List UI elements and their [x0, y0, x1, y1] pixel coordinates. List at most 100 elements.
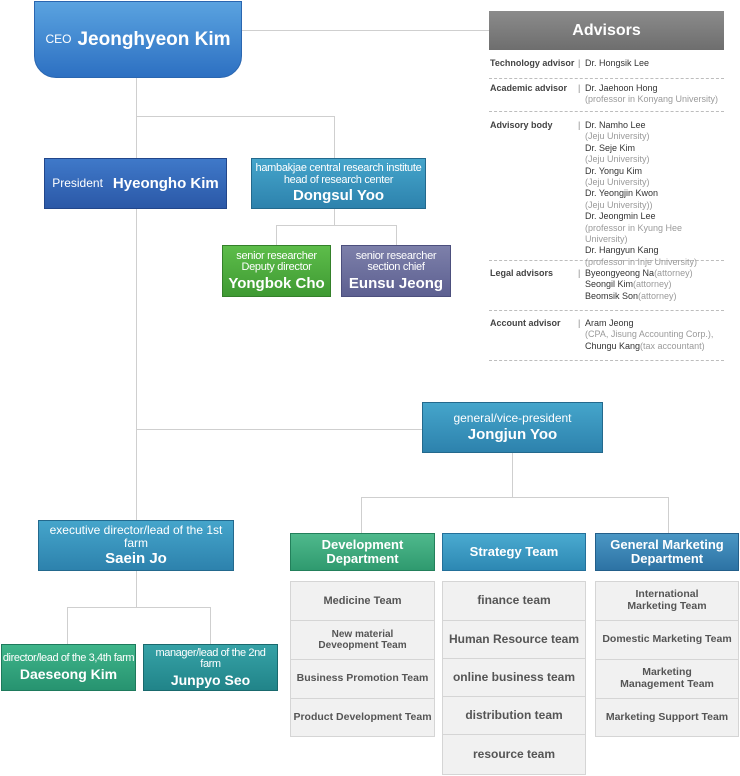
vice-president-name: Jongjun Yoo [467, 425, 558, 443]
dept-marketing-name-line1: General Marketing [610, 537, 724, 553]
exec-director-name: Saein Jo [105, 550, 167, 568]
advisor-affiliation: (Jeju University) [585, 131, 650, 142]
connector-farm34 [67, 607, 68, 644]
research-head-name: Dongsul Yoo [292, 187, 385, 205]
team-item: resource team [472, 746, 556, 761]
researcher2-box: senior researcher section chief Eunsu Je… [341, 245, 451, 297]
dept-strategy-teams: finance team Human Resource team online … [442, 581, 586, 775]
dept-marketing-name-line2: Department [630, 551, 704, 566]
advisor-label: Advisory body [490, 120, 553, 130]
advisor-affiliation: (attorney) [638, 290, 677, 301]
ceo-box: CEO Jeonghyeon Kim [34, 1, 242, 78]
team-item: Marketing Support Team [605, 710, 729, 723]
advisor-name: Dr. Yongu Kim [585, 165, 643, 176]
team-item: distribution team [443, 697, 585, 735]
connector-farm2 [210, 607, 211, 644]
advisor-name: Seongil Kim [585, 279, 634, 290]
advisor-affiliation: (attorney) [633, 279, 672, 290]
research-head-line1: hambakjae central research institute [255, 162, 422, 175]
president-box: President Hyeongho Kim [44, 158, 227, 209]
president-name: Hyeongho Kim [112, 174, 219, 192]
advisor-name: Dr. Jeongmin Lee [585, 211, 656, 222]
advisor-label: Account advisor [490, 318, 561, 328]
advisor-separator: | [578, 268, 581, 278]
advisor-affiliation: (Jeju University) [585, 177, 650, 188]
researcher2-line2: section chief [367, 261, 425, 274]
team-item: Domestic Marketing Team [596, 621, 738, 660]
team-item: Medicine Team [291, 582, 434, 621]
connector-researcher1 [276, 225, 277, 245]
connector-ceo-research [136, 116, 335, 117]
farm-lead-2-name: Junpyo Seo [170, 671, 251, 688]
advisor-label: Technology advisor [490, 58, 575, 68]
research-head-box: hambakjae central research institute hea… [251, 158, 426, 209]
advisors-heading: Advisors [489, 11, 724, 50]
advisor-name: Chungu Kang [585, 340, 641, 351]
advisor-name: Aram Jeong [585, 318, 634, 328]
team-item: Human Resource team [443, 621, 585, 659]
advisor-name: Byeongyeong Na [585, 268, 655, 278]
advisor-separator: | [578, 318, 581, 328]
dept-strategy-header: Strategy Team [442, 533, 586, 571]
research-head-line2: head of research center [283, 173, 394, 186]
advisor-affiliation: (Jeju University) [585, 154, 650, 165]
dept-development-name-line1: Development [321, 537, 404, 553]
connector-researcher2 [396, 225, 397, 245]
advisor-separator: | [578, 58, 581, 68]
researcher1-box: senior researcher Deputy director Yongbo… [222, 245, 331, 297]
dept-strategy-name-line1: Strategy Team [469, 544, 559, 560]
advisor-affiliation: (professor in Inje University) [585, 256, 698, 267]
team-item: online business team [443, 659, 585, 697]
advisor-affiliation: (professor in Kyung Hee University) [585, 222, 683, 245]
ceo-name: Jeonghyeon Kim [77, 28, 231, 50]
advisor-group-technology: Technology advisor | Dr. Hongsik Lee [489, 58, 724, 79]
advisor-group-legal: Legal advisors | Byeongyeong Na(attorney… [489, 268, 724, 311]
vice-president-box: general/vice-president Jongjun Yoo [422, 402, 603, 453]
team-item: Product Development Team [293, 710, 432, 723]
advisor-affiliation: (Jeju University)) [585, 199, 653, 210]
researcher1-line1: senior researcher [236, 249, 317, 262]
connector-gen [668, 497, 669, 534]
connector-research-down [334, 116, 335, 158]
researcher2-name: Eunsu Jeong [348, 274, 444, 292]
farm-lead-2-box: manager/lead of the 2nd farm Junpyo Seo [143, 644, 278, 691]
advisor-name: Dr. Hangyun Kang [585, 245, 659, 256]
connector-departments-h [361, 497, 669, 498]
connector-dev [361, 497, 362, 534]
connector-vp-down [512, 453, 513, 498]
ceo-title: CEO [45, 32, 72, 47]
farm-lead-34-name: Daeseong Kim [19, 665, 118, 682]
connector-ceo-advisors [242, 30, 489, 31]
farm-lead-34-box: director/lead of the 3,4th farm Daeseong… [1, 644, 136, 691]
farm-lead-34-title: director/lead of the 3,4th farm [2, 652, 135, 665]
advisor-group-advisory-body: Advisory body | Dr. Namho Lee (Jeju Univ… [489, 120, 724, 267]
dept-marketing-header: General Marketing Department [595, 533, 739, 571]
connector-vp [136, 429, 422, 430]
researcher1-name: Yongbok Cho [228, 274, 325, 292]
advisor-name: Dr. Seje Kim [585, 142, 636, 153]
farm-lead-2-title: manager/lead of the 2nd farm [155, 646, 266, 671]
connector-farms-h [67, 607, 211, 608]
advisor-group-academic: Academic advisor | Dr. Jaehoon Hong (pro… [489, 83, 724, 112]
advisor-affiliation: (CPA, Jisung Accounting Corp.), [585, 329, 714, 340]
advisor-name: Beomsik Son [585, 290, 639, 301]
advisor-affiliation: (professor in Konyang University) [585, 94, 719, 105]
exec-director-box: executive director/lead of the 1st farm … [38, 520, 234, 571]
advisor-affiliation: (attorney) [654, 268, 693, 278]
connector-president-down [136, 208, 137, 520]
connector-exec-down [136, 570, 137, 608]
researcher1-line2: Deputy director [241, 261, 312, 274]
connector-research-researchers [334, 208, 335, 225]
advisor-separator: | [578, 83, 581, 93]
advisor-label: Academic advisor [490, 83, 568, 93]
exec-director-title: executive director/lead of the 1st farm [49, 523, 223, 550]
advisor-name: Dr. Hongsik Lee [585, 58, 650, 68]
advisor-separator: | [578, 120, 581, 130]
advisor-group-account: Account advisor | Aram Jeong (CPA, Jisun… [489, 318, 724, 361]
team-item: finance team [443, 582, 585, 621]
